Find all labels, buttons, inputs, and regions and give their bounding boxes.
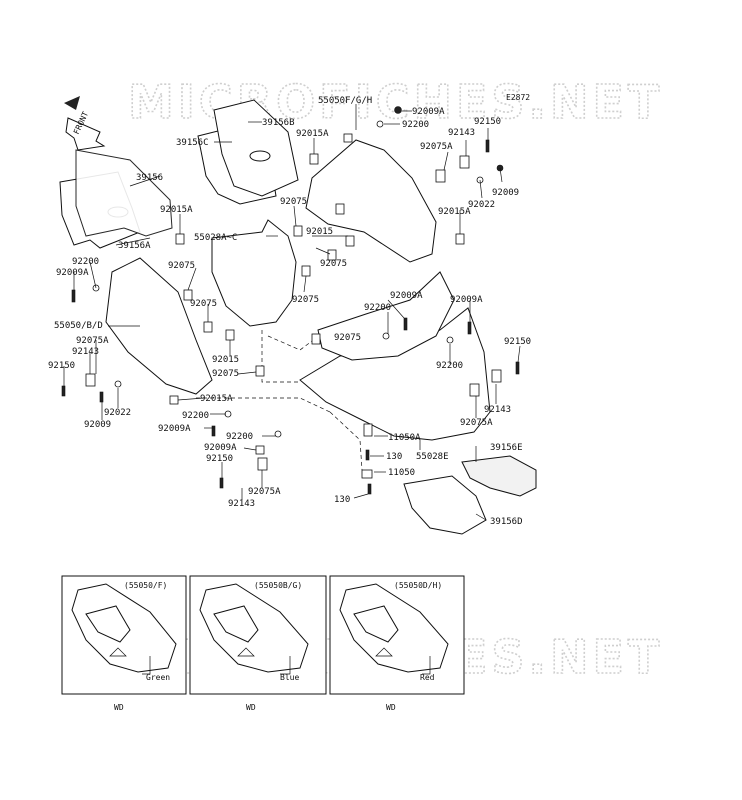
inset-2-decal-icon bbox=[237, 647, 255, 657]
inset-3-decal-icon bbox=[375, 647, 393, 657]
label-92075a-1: 92075A bbox=[420, 142, 453, 152]
label-11050: 11050 bbox=[388, 468, 415, 478]
label-92009a-4: 92009A bbox=[450, 295, 483, 305]
front-arrow-icon: FRONT bbox=[64, 96, 106, 151]
inset-1-code: (55050/F) bbox=[124, 581, 167, 590]
inset-3-color: Red bbox=[420, 673, 435, 682]
label-92075a-4: 92075A bbox=[248, 487, 281, 497]
label-92075-5: 92075 bbox=[190, 299, 217, 309]
diagram-code: E2872 bbox=[506, 93, 530, 102]
assembly-line-3 bbox=[196, 397, 331, 413]
label-92143-4: 92143 bbox=[228, 499, 255, 509]
label-92075a-2: 92075A bbox=[76, 336, 109, 346]
label-92200-1: 92200 bbox=[402, 120, 429, 130]
pad-39156a-shape bbox=[75, 149, 173, 237]
label-39156a: 39156A bbox=[118, 241, 151, 251]
label-92150-4: 92150 bbox=[206, 454, 233, 464]
label-92015a-4: 92015A bbox=[200, 394, 233, 404]
label-92143-3: 92143 bbox=[484, 405, 511, 415]
label-92075-2: 92075 bbox=[168, 261, 195, 271]
label-39156: 39156 bbox=[136, 173, 163, 183]
label-55028e: 55028E bbox=[416, 452, 449, 462]
label-92009a-6: 92009A bbox=[204, 443, 237, 453]
assembly-line-4 bbox=[329, 411, 363, 471]
label-92075-7: 92075 bbox=[212, 369, 239, 379]
pad-39156e-shape bbox=[461, 455, 537, 497]
label-92150-2: 92150 bbox=[48, 361, 75, 371]
right-upper-cowl-55050fgh-shape bbox=[305, 139, 437, 263]
assembly-line-1 bbox=[261, 330, 300, 383]
part-labels: 55050F/G/H 92009A 92200 39156B 39156C 92… bbox=[48, 96, 531, 527]
label-92015a-1: 92015A bbox=[296, 129, 329, 139]
assembly-line-2 bbox=[267, 335, 317, 351]
leader-lines bbox=[63, 104, 521, 521]
inset-1-leader bbox=[142, 656, 151, 675]
label-92075-6: 92075 bbox=[334, 333, 361, 343]
inset-1-color: Green bbox=[146, 673, 170, 682]
inset-2-leader bbox=[280, 656, 291, 675]
inset-3-window-shape bbox=[353, 605, 399, 643]
label-55050bd: 55050/B/D bbox=[54, 321, 103, 331]
inset-3-model: WD bbox=[386, 703, 396, 712]
inset-1-window-shape bbox=[85, 605, 131, 643]
label-92015-1: 92015 bbox=[306, 227, 333, 237]
label-92022-1: 92022 bbox=[468, 200, 495, 210]
label-92075a-3: 92075A bbox=[460, 418, 493, 428]
label-92009a-3: 92009A bbox=[390, 291, 423, 301]
label-92143-2: 92143 bbox=[72, 347, 99, 357]
label-92009a-1: 92009A bbox=[412, 107, 445, 117]
left-side-cowl-55050bd-shape bbox=[105, 257, 213, 395]
label-39156b: 39156B bbox=[262, 118, 295, 128]
inset-1-model: WD bbox=[114, 703, 124, 712]
pad-39156b-hole bbox=[249, 150, 271, 162]
inset-2-color: Blue bbox=[280, 673, 299, 682]
inset-2-code: (55050B/G) bbox=[254, 581, 302, 590]
label-130-2: 130 bbox=[334, 495, 350, 505]
label-55050fgh: 55050F/G/H bbox=[318, 96, 372, 106]
inset-2: (55050B/G) Blue WD bbox=[189, 575, 327, 712]
pad-39156d-shape bbox=[403, 475, 487, 535]
label-92075-4: 92075 bbox=[292, 295, 319, 305]
label-39156c: 39156C bbox=[176, 138, 209, 148]
inset-3-leader bbox=[422, 656, 431, 675]
inset-3-code: (55050D/H) bbox=[394, 581, 442, 590]
label-92150-3: 92150 bbox=[504, 337, 531, 347]
label-92075-1: 92075 bbox=[280, 197, 307, 207]
hardware bbox=[61, 106, 520, 495]
inset-2-window-shape bbox=[213, 605, 259, 643]
label-92200-4: 92200 bbox=[436, 361, 463, 371]
inset-1: (55050/F) Green WD bbox=[61, 575, 187, 712]
label-92009a-2: 92009A bbox=[56, 268, 89, 278]
label-11050a: 11050A bbox=[388, 433, 421, 443]
label-92015-2: 92015 bbox=[212, 355, 239, 365]
mid-panel-shape bbox=[317, 271, 455, 361]
label-39156d: 39156D bbox=[490, 517, 523, 527]
label-130-1: 130 bbox=[386, 452, 402, 462]
label-92143-1: 92143 bbox=[448, 128, 475, 138]
label-92075-3: 92075 bbox=[320, 259, 347, 269]
label-55028ac: 55028A~C bbox=[194, 233, 237, 243]
label-92200-5: 92200 bbox=[182, 411, 209, 421]
label-92015a-2: 92015A bbox=[160, 205, 193, 215]
pad-39156b-shape bbox=[213, 99, 299, 197]
inset-2-model: WD bbox=[246, 703, 256, 712]
inset-1-decal-icon bbox=[109, 647, 127, 657]
label-92150-1: 92150 bbox=[474, 117, 501, 127]
inset-3: (55050D/H) Red WD bbox=[329, 575, 465, 712]
label-92200-2: 92200 bbox=[72, 257, 99, 267]
label-92009-1: 92009 bbox=[492, 188, 519, 198]
label-92009a-5: 92009A bbox=[158, 424, 191, 434]
label-92015a-3: 92015A bbox=[438, 207, 471, 217]
label-92022-2: 92022 bbox=[104, 408, 131, 418]
label-92200-3: 92200 bbox=[364, 303, 391, 313]
label-92009-2: 92009 bbox=[84, 420, 111, 430]
watermark-top: MICROFICHES.NET bbox=[128, 75, 663, 129]
label-39156e: 39156E bbox=[490, 443, 523, 453]
upper-cowl-55028ac-shape bbox=[211, 219, 297, 327]
label-92200-6: 92200 bbox=[226, 432, 253, 442]
